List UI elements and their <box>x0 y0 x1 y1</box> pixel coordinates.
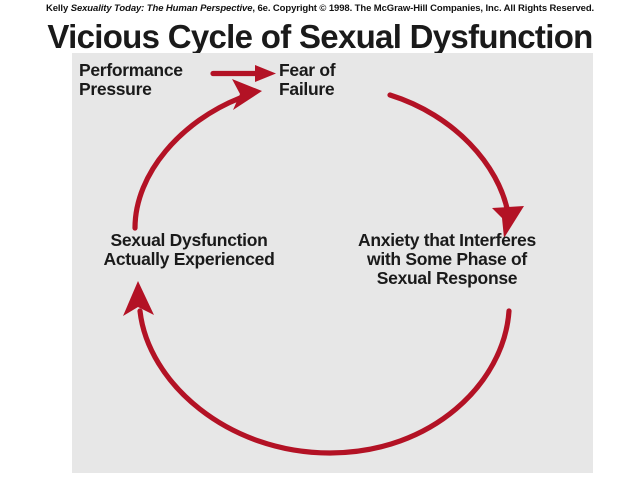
node-label-sexual-dysfunction: Sexual Dysfunction Actually Experienced <box>80 231 298 269</box>
arrow-anxiety-to-dysfunction <box>123 281 512 456</box>
label-line: Performance <box>79 60 183 80</box>
credit-author: Kelly <box>45 3 69 14</box>
credit-rights: , 6e. Copyright © 1998. The McGraw-Hill … <box>252 3 595 14</box>
cycle-diagram-panel: .arc-stroke { fill: none; stroke: #b3122… <box>72 53 593 473</box>
label-line: Sexual Response <box>376 268 518 288</box>
arrow-fear-to-anxiety <box>387 92 524 238</box>
label-line: with Some Phase of <box>367 249 527 269</box>
page-title: Vicious Cycle of Sexual Dysfunction <box>47 18 593 55</box>
arrow-performance-pressure-to-fear <box>210 65 276 82</box>
node-label-fear-of-failure: Fear of Failure <box>279 60 336 99</box>
node-label-performance-pressure: Performance Pressure <box>79 61 183 99</box>
label-line: Anxiety that Interferes <box>358 230 536 250</box>
label-line: Sexual Dysfunction <box>110 230 268 250</box>
label-line: Fear of <box>279 60 336 80</box>
label-line: Actually Experienced <box>103 249 275 269</box>
label-line: Pressure <box>79 79 152 99</box>
credit-book-title: Sexuality Today: The Human Perspective <box>70 3 253 14</box>
node-label-anxiety-interferes: Anxiety that Interferes with Some Phase … <box>322 231 572 288</box>
label-line: Failure <box>279 79 335 99</box>
arrow-dysfunction-to-fear <box>132 79 262 231</box>
copyright-credit-line: Kelly Sexuality Today: The Human Perspec… <box>0 3 640 14</box>
